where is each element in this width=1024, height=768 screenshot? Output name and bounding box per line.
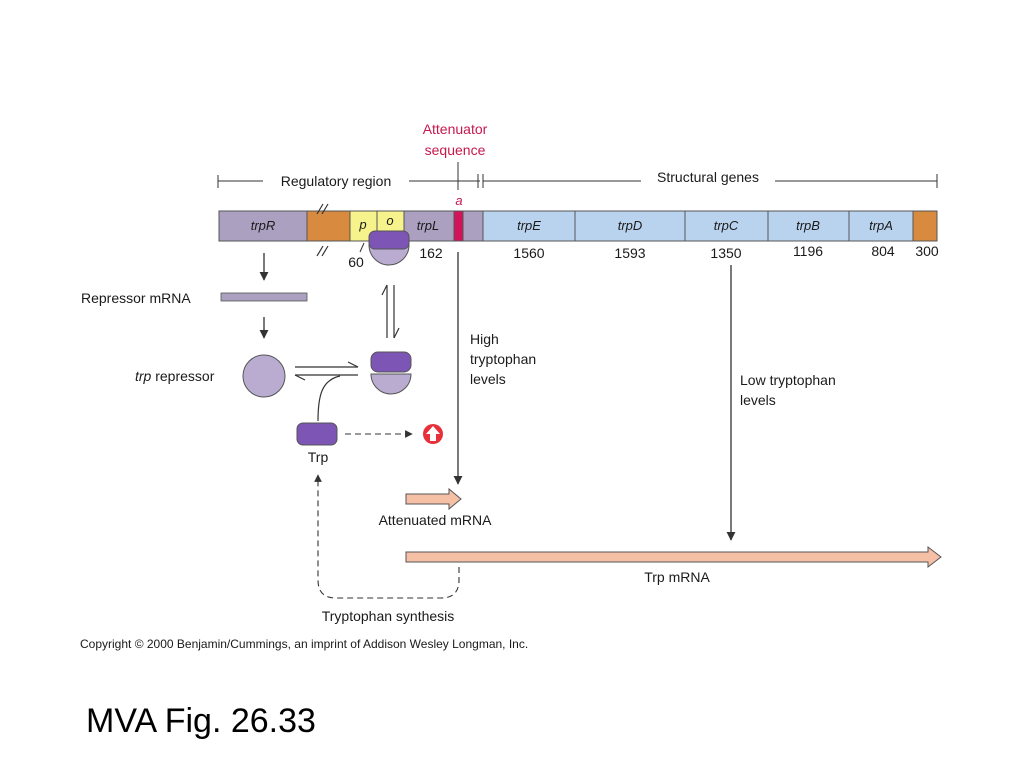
gene-label-trpB: trpB: [796, 218, 820, 233]
high-trp-label-line2: tryptophan: [470, 351, 536, 367]
gene-label-o: o: [386, 213, 393, 228]
break-mark-icon: [316, 203, 329, 257]
gene-trpD: [574, 210, 686, 242]
regulatory-region-label: Regulatory region: [281, 173, 392, 189]
operator-binding-equilibrium-icon: [381, 284, 400, 339]
length-trpB: 1196: [793, 243, 823, 259]
attenuator-label-line1: Attenuator: [423, 121, 488, 137]
length-end: 300: [915, 243, 939, 259]
protein-synthesis-icon: [423, 424, 443, 444]
attenuator-site-letter: a: [455, 193, 462, 208]
copyright-notice: Copyright © 2000 Benjamin/Cummings, an i…: [80, 637, 528, 651]
trp-to-repressor-curve: [317, 375, 341, 422]
leader-tail: [462, 210, 484, 242]
repressor-mrna-bar: [220, 292, 308, 302]
synthesis-label: Tryptophan synthesis: [322, 608, 455, 624]
low-trp-label-line2: levels: [740, 392, 776, 408]
attenuator-site: [453, 210, 464, 242]
length-trpL: 162: [419, 245, 443, 261]
length-trpE: 1560: [513, 245, 544, 261]
corepressor-binding-equilibrium-icon: [294, 361, 359, 381]
length-trpA: 804: [871, 243, 895, 259]
terminal-segment: [912, 210, 938, 242]
length-p: 60: [348, 254, 364, 270]
attenuated-mrna-label: Attenuated mRNA: [379, 512, 492, 528]
gene-label-trpL: trpL: [417, 218, 439, 233]
gene-trpC: [684, 210, 769, 242]
active-repressor-icon: [370, 351, 412, 395]
trp-mrna-arrow: [405, 545, 942, 569]
bound-repressor-icon: [368, 230, 410, 266]
spacer-segment: [306, 210, 351, 242]
gene-trpA: [848, 210, 914, 242]
high-trp-label-line1: High: [470, 331, 499, 347]
figure-caption: MVA Fig. 26.33: [86, 702, 316, 740]
trp-repressor-label: trp repressor: [135, 368, 215, 384]
repressor-mrna-label: Repressor mRNA: [81, 290, 191, 306]
attenuated-mrna-arrow: [405, 487, 462, 511]
attenuator-label-line2: sequence: [425, 142, 486, 158]
gene-bar: [218, 203, 938, 257]
gene-trpE: [482, 210, 576, 242]
gene-label-trpC: trpC: [714, 218, 739, 233]
gene-label-p: p: [358, 217, 366, 232]
trp-corepressor-icon: [296, 422, 338, 446]
gene-label-trpE: trpE: [517, 218, 541, 233]
low-trp-label-line1: Low tryptophan: [740, 372, 836, 388]
gene-label-trpD: trpD: [618, 218, 643, 233]
high-trp-label-line3: levels: [470, 371, 506, 387]
trp-mrna-label: Trp mRNA: [644, 569, 710, 585]
length-trpD: 1593: [614, 245, 645, 261]
gene-label-trpR: trpR: [251, 218, 276, 233]
structural-genes-label: Structural genes: [657, 169, 759, 185]
promoter-length-tick: [359, 242, 365, 253]
synthesis-feedback-dashed: [314, 474, 460, 599]
region-bracket: [217, 174, 938, 188]
gene-trpL: [403, 210, 455, 242]
length-trpC: 1350: [710, 245, 741, 261]
gene-label-trpA: trpA: [869, 218, 893, 233]
trp-label: Trp: [308, 449, 329, 465]
inactive-repressor-icon: [242, 354, 286, 398]
